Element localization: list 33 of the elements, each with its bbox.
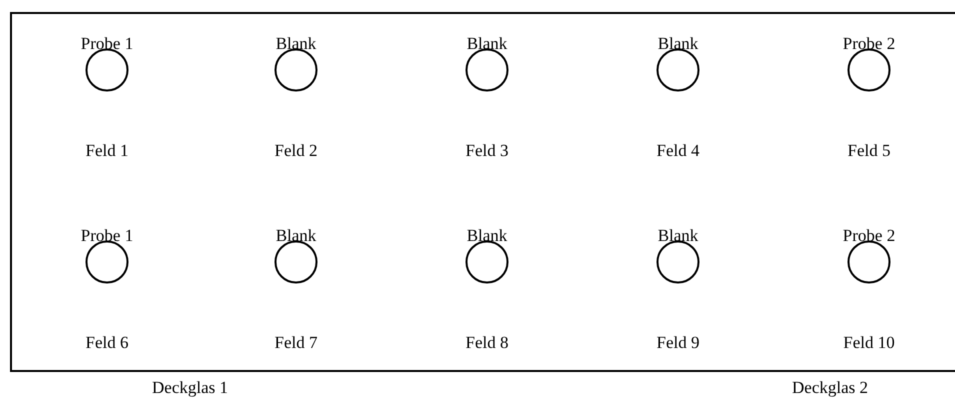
- sample-label: Blank: [276, 34, 316, 54]
- well-circle: [656, 48, 700, 92]
- well-circle: [465, 240, 509, 284]
- sample-label: Blank: [658, 34, 698, 54]
- slide-frame: [10, 12, 955, 372]
- field-label: Feld 3: [466, 141, 508, 161]
- field-label: Feld 10: [843, 333, 895, 353]
- coverslip-label: Deckglas 1: [152, 378, 228, 398]
- field-label: Feld 1: [86, 141, 128, 161]
- well-circle: [656, 240, 700, 284]
- field-label: Feld 9: [656, 333, 700, 353]
- well-circle: [465, 48, 509, 92]
- well-circle: [847, 48, 891, 92]
- sample-label: Probe 1: [80, 34, 134, 54]
- field-label: Feld 7: [274, 333, 318, 353]
- field-label: Feld 5: [848, 141, 890, 161]
- well-circle: [274, 48, 318, 92]
- field-label: Feld 2: [274, 141, 318, 161]
- field-label: Feld 8: [466, 333, 508, 353]
- field-label: Feld 4: [656, 141, 700, 161]
- sample-label: Probe 2: [842, 34, 896, 54]
- sample-label: Probe 1: [80, 226, 134, 246]
- sample-label: Blank: [658, 226, 698, 246]
- coverslip-label: Deckglas 2: [792, 378, 868, 398]
- sample-label: Blank: [466, 34, 508, 54]
- field-label: Feld 6: [86, 333, 128, 353]
- sample-label: Blank: [276, 226, 316, 246]
- sample-label: Probe 2: [842, 226, 896, 246]
- well-circle: [274, 240, 318, 284]
- well-circle: [85, 240, 129, 284]
- well-circle: [847, 240, 891, 284]
- well-circle: [85, 48, 129, 92]
- sample-label: Blank: [466, 226, 508, 246]
